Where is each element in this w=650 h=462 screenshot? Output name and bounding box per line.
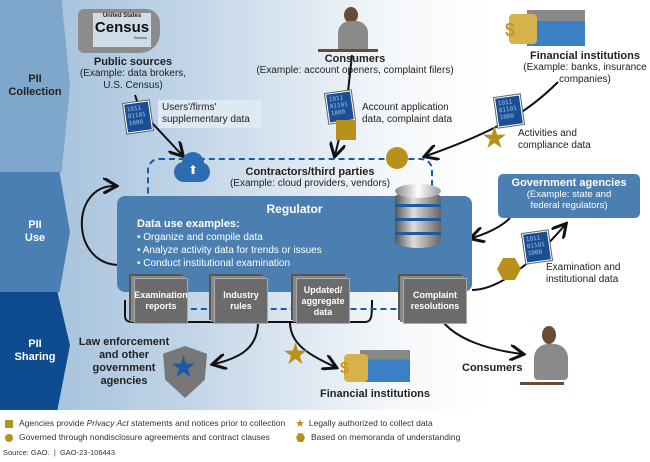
legally-authorized-star-icon: ★ [481, 122, 508, 155]
legend-text-italic: Privacy Act [86, 418, 129, 428]
census-logo-line1: United States [102, 13, 142, 19]
output-industry-rules: Industry rules [214, 278, 268, 324]
band-label: PII Use [24, 219, 46, 244]
data-document-icon: 1011 01101 1000 [325, 90, 355, 124]
data-use-item: • Organize and compile data [137, 232, 263, 243]
contractors-title: Contractors/third parties [245, 166, 375, 178]
arrow-regulator-loop [80, 186, 121, 266]
hexagon-icon [296, 433, 305, 443]
circle-icon [5, 433, 13, 442]
legend-text: Governed through nondisclosure agreement… [19, 432, 270, 442]
government-title: Government agencies [511, 177, 627, 189]
consumers-sharing-label: Consumers [462, 362, 523, 374]
consumers-top-title: Consumers [324, 53, 386, 65]
financial-top-title: Financial institutions [529, 50, 640, 62]
public-sources-title: Public sources [93, 56, 173, 68]
square-icon [5, 419, 13, 428]
census-logo-line2: Census [94, 19, 150, 36]
legend-text: Legally authorized to collect data [308, 417, 433, 428]
consumers-data-label: Account application data, complaint data [362, 102, 453, 125]
public-sources-subtitle: (Example: data brokers, U.S. Census) [79, 68, 187, 91]
output-complaint-resolutions: Complaint resolutions [403, 278, 467, 324]
privacy-act-square-icon [336, 120, 356, 140]
database-icon [395, 184, 441, 254]
consumer-person-icon [318, 5, 378, 53]
financial-building-icon: $ [340, 348, 410, 384]
public-data-label: Users'/firms' supplementary data [158, 100, 262, 128]
cloud-icon: ⬆ [170, 150, 214, 184]
arrow-gov-to-regulator [472, 217, 511, 238]
legend-item-privacy-act: Agencies provide Privacy Act statements … [5, 418, 285, 428]
financial-sharing-label: Financial institutions [320, 388, 431, 400]
legend-text: statements and notices prior to collecti… [128, 418, 286, 428]
output-examination-reports: Examination reports [134, 278, 188, 324]
legend-text: Based on memoranda of understanding [311, 432, 461, 442]
census-logo-line3: Bureau [134, 35, 147, 40]
government-agencies-box: Government agencies (Example: state and … [498, 174, 640, 218]
band-pii-sharing: PII Sharing [0, 292, 70, 410]
band-pii-collection: PII Collection [0, 0, 70, 172]
band-label: PII Collection [8, 73, 62, 98]
arrow-to-consumers [439, 317, 522, 354]
data-document-icon: 1011 01101 1000 [123, 100, 153, 134]
data-document-icon: 1011 01101 1000 [522, 230, 552, 264]
law-enforcement-label: Law enforcement and other government age… [78, 336, 170, 387]
government-data-label: Examination and institutional data [546, 262, 621, 285]
output-updated-aggregate-data: Updated/ aggregate data [296, 278, 350, 324]
financial-building-icon: $ [505, 8, 585, 48]
data-use-item: • Conduct institutional examination [137, 258, 291, 269]
data-use-heading: Data use examples: [137, 218, 240, 230]
legend-item-nondisclosure: Governed through nondisclosure agreement… [5, 432, 270, 442]
data-use-item: • Analyze activity data for trends or is… [137, 245, 322, 256]
memoranda-hexagon-icon [497, 258, 521, 280]
government-subtitle: (Example: state and federal regulators) [526, 189, 612, 211]
contractors-subtitle: (Example: cloud providers, vendors) [229, 178, 391, 189]
nondisclosure-circle-icon [386, 147, 408, 169]
source-note: Source: GAO. | GAO-23-106443 [3, 448, 116, 457]
financial-data-label: Activities and compliance data [518, 128, 591, 151]
financial-top-subtitle: (Example: banks, insurance companies) [523, 62, 647, 85]
legally-authorized-star-icon: ★ [282, 338, 309, 371]
arrow-to-law-enforcement [214, 321, 259, 364]
legend-text: Agencies provide [19, 418, 87, 428]
census-logo: United States Census Bureau [78, 9, 160, 53]
band-label: PII Sharing [14, 338, 56, 363]
arrow-to-financial [289, 321, 335, 367]
consumer-person-icon [520, 322, 576, 392]
consumers-top-subtitle: (Example: account openers, complaint fil… [256, 65, 454, 76]
regulator-title: Regulator [266, 202, 323, 216]
legend-item-legally-authorized: ★Legally authorized to collect data [295, 417, 433, 430]
star-icon: ★ [295, 418, 305, 430]
band-pii-use: PII Use [0, 172, 70, 292]
legend-item-memoranda: Based on memoranda of understanding [296, 432, 461, 443]
